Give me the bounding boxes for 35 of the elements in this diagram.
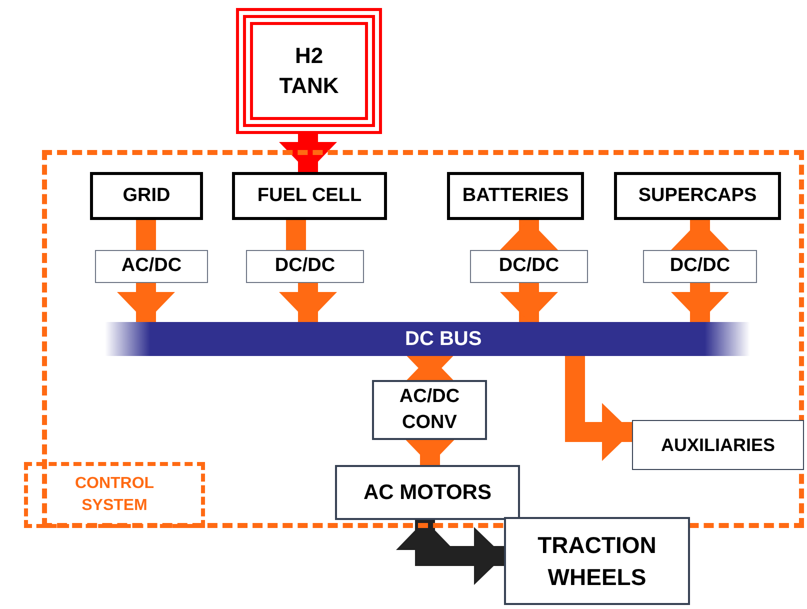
node-label: DC/DC	[670, 254, 730, 278]
node-label: AC/DC	[121, 254, 182, 278]
wheels-box	[504, 517, 690, 605]
dc-bus-bar	[105, 322, 750, 356]
storage-box	[447, 172, 584, 220]
converter-box	[372, 380, 487, 440]
source-box	[90, 172, 203, 220]
storage-box	[614, 172, 781, 220]
block-arrow	[279, 134, 337, 172]
node-label: FUEL CELL	[257, 184, 362, 208]
node-label: DC BUS	[405, 327, 482, 352]
converter-box	[643, 250, 757, 283]
node-label: TRACTION WHEELS	[536, 531, 658, 592]
block-arrow	[279, 283, 337, 322]
converter-box	[246, 250, 364, 283]
block-arrow	[671, 283, 729, 322]
node-label: DC/DC	[498, 254, 560, 278]
node-label: BATTERIES	[462, 184, 569, 208]
node-label: AC MOTORS	[364, 480, 492, 506]
node-label: DC/DC	[274, 254, 336, 278]
block-arrow	[565, 356, 632, 461]
block-arrow	[500, 283, 558, 322]
tank-box	[236, 8, 382, 134]
node-label: AUXILIARIES	[660, 434, 775, 456]
converter-box	[470, 250, 588, 283]
converter-box	[95, 250, 208, 283]
block-arrow	[117, 283, 175, 322]
control-box	[24, 462, 205, 528]
node-label: AC/DC CONV	[398, 385, 461, 435]
node-label: CONTROL SYSTEM	[74, 474, 156, 516]
node-label: SUPERCAPS	[638, 184, 757, 208]
node-label: H2 TANK	[279, 42, 339, 100]
source-box	[232, 172, 387, 220]
block-arrow	[396, 520, 504, 585]
node-label: GRID	[122, 184, 170, 208]
